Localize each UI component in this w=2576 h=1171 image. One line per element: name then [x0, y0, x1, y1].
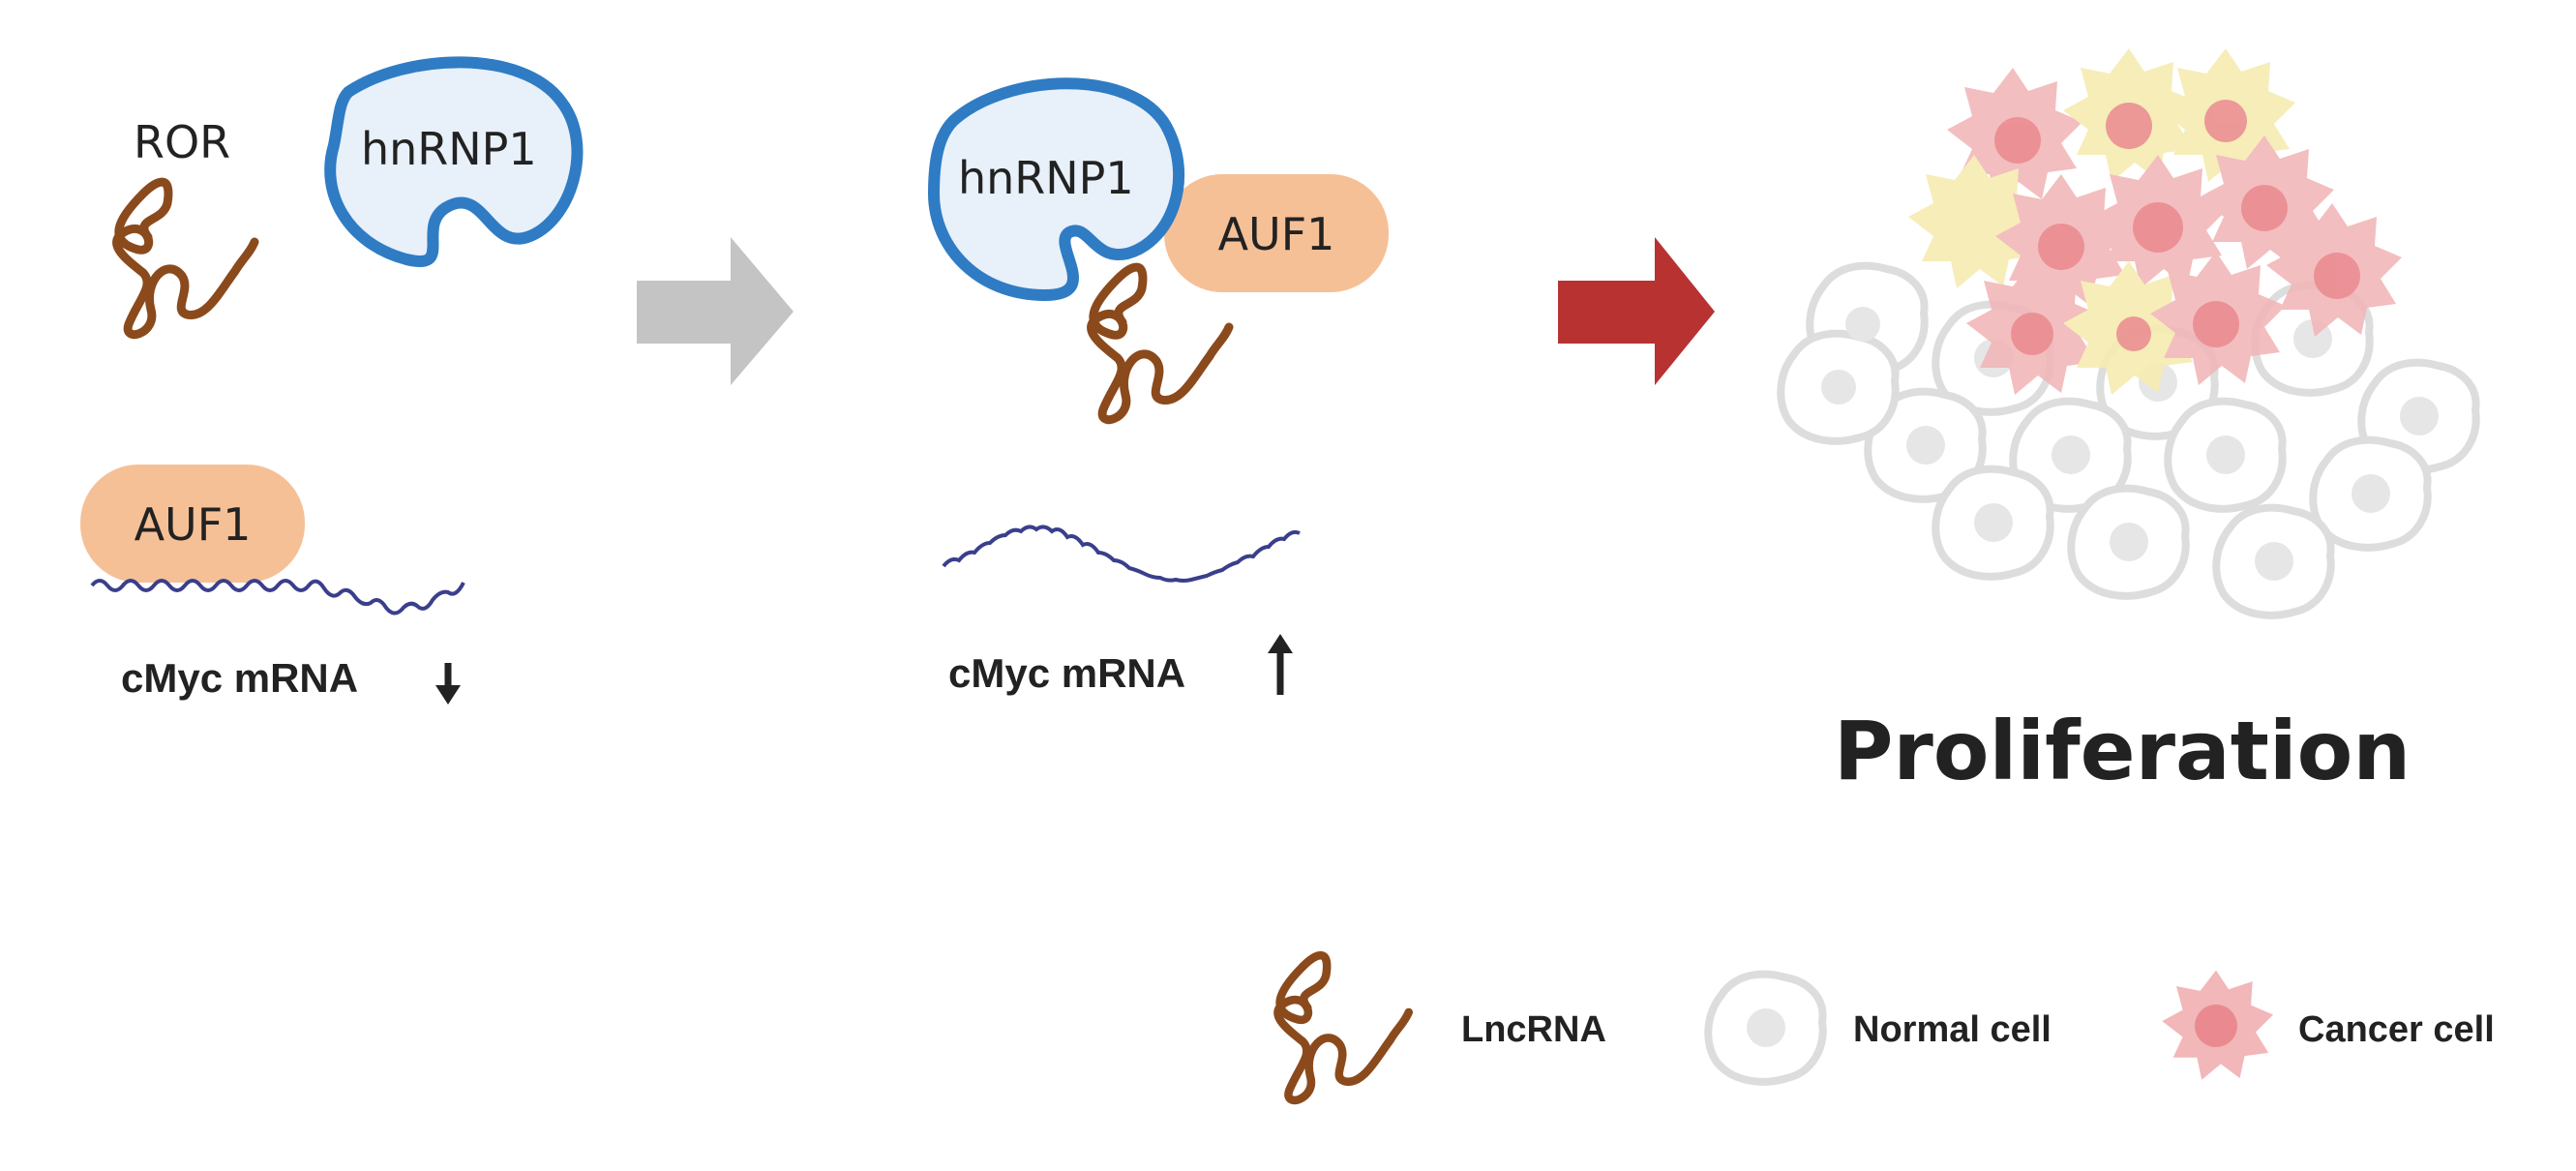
auf1-label-after: AUF1 [1218, 208, 1335, 260]
legend: LncRNA Normal cell Cancer cell [1277, 955, 2495, 1100]
ror-lncrna-icon [117, 182, 255, 335]
legend-label-normal-cell: Normal cell [1853, 1009, 2052, 1050]
tumor-tissue-illustration [1781, 48, 2475, 616]
legend-label-lncrna: LncRNA [1461, 1009, 1606, 1050]
auf1-protein-after: AUF1 [1164, 174, 1389, 292]
hnrnp1-label-after: hnRNP1 [958, 152, 1134, 204]
hnrnp1-label-before: hnRNP1 [361, 123, 537, 175]
legend-label-cancer-cell: Cancer cell [2298, 1009, 2495, 1050]
ror-label: ROR [134, 116, 230, 168]
proliferation-label: Proliferation [1834, 704, 2411, 798]
legend-item-lncrna: LncRNA [1277, 955, 1606, 1100]
legend-item-cancer-cell: Cancer cell [2162, 970, 2495, 1080]
arrow-up-icon [1268, 634, 1293, 695]
cmyc-mrna-strand-before [90, 579, 465, 616]
auf1-protein-before: AUF1 [80, 465, 305, 583]
cancer-cell-icon [2162, 970, 2274, 1080]
hnrnp1-protein-after: hnRNP1 [928, 77, 1185, 301]
auf1-label-before: AUF1 [135, 498, 252, 551]
lncrna-icon [1277, 955, 1408, 1100]
panel-after: AUF1 hnRNP1 cMyc mRNA [928, 77, 1389, 696]
arrow-down-icon [435, 663, 461, 705]
cancer-nuclei [1994, 100, 2360, 355]
legend-item-normal-cell: Normal cell [1708, 975, 2052, 1082]
panel-before: ROR hnRNP1 AUF1 cMyc mRNA [80, 56, 584, 705]
normal-cell-icon [1708, 975, 1822, 1082]
cmyc-mrna-label-after: cMyc mRNA [948, 650, 1185, 696]
cmyc-mrna-strand-after [942, 525, 1301, 583]
cmyc-mrna-label-before: cMyc mRNA [121, 655, 358, 701]
hnrnp1-protein-before: hnRNP1 [324, 56, 584, 267]
gray-arrow-icon [637, 237, 794, 385]
red-arrow-icon [1558, 237, 1715, 385]
